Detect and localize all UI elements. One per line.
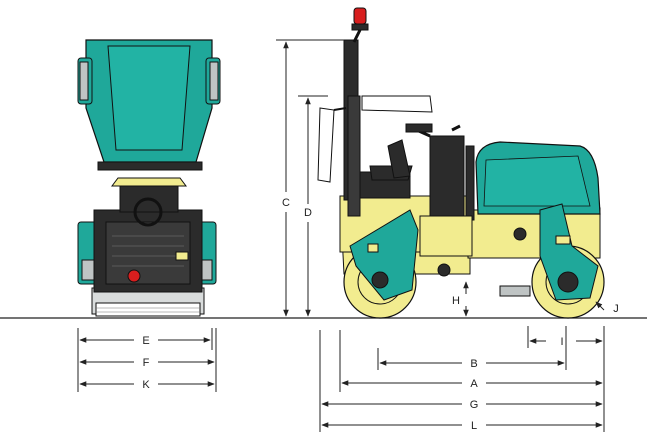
label-I: I	[560, 336, 563, 348]
label-B: B	[470, 358, 477, 370]
front-steering-wheel	[133, 197, 163, 227]
side-red-beacon	[353, 7, 367, 25]
label-E: E	[142, 335, 149, 347]
front-dimensions: E F K	[77, 328, 217, 392]
side-seat	[387, 139, 411, 179]
label-A: A	[470, 378, 478, 390]
label-H: H	[452, 295, 460, 307]
label-C: C	[282, 197, 290, 209]
label-J: J	[613, 303, 619, 315]
side-fold-arm	[361, 95, 433, 113]
label-G: G	[470, 399, 479, 411]
label-D: D	[304, 207, 312, 219]
front-red-light	[127, 269, 141, 283]
side-dimensions: C D H J I B A G	[276, 39, 619, 432]
label-F: F	[143, 357, 150, 369]
side-view-roller	[317, 7, 605, 319]
label-L: L	[471, 420, 477, 432]
label-K: K	[142, 379, 150, 391]
front-view-roller	[77, 39, 221, 317]
